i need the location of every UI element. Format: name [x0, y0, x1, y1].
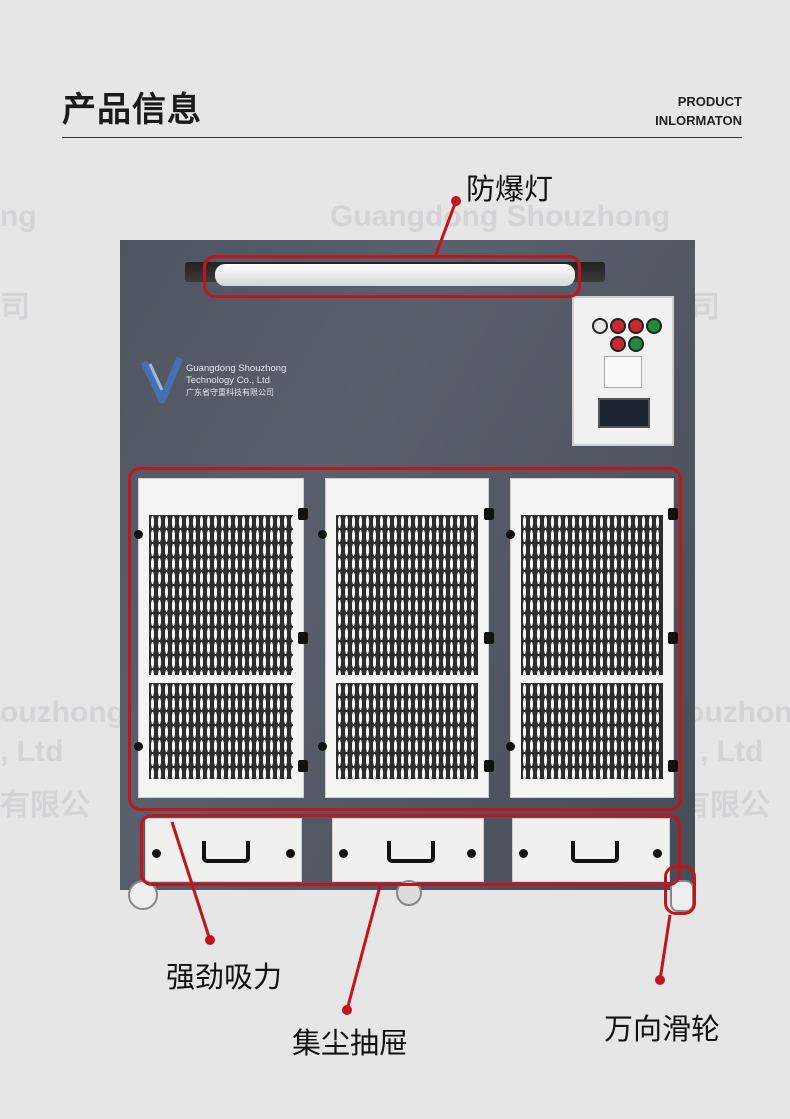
callout-dot — [342, 1005, 352, 1015]
drawer-handle[interactable] — [387, 841, 435, 863]
highlight-lamp — [203, 255, 581, 298]
logo-mark-icon — [140, 356, 184, 404]
door-knob — [134, 742, 143, 751]
highlight-drawer — [140, 814, 681, 886]
product-logo: Guangdong Shouzhong Technology Co., Ltd … — [140, 352, 300, 408]
drawer-handle[interactable] — [571, 841, 619, 863]
callout-suction: 强劲吸力 — [166, 960, 283, 994]
explosion-proof-lamp — [215, 264, 575, 286]
watermark-company-en: Guangdong Shouzhong — [330, 200, 670, 233]
logo-line3: 广东省守重科技有限公司 — [186, 388, 274, 397]
watermark-fragment: 有限公 — [680, 789, 770, 822]
watermark-fragment: 有限公 — [0, 789, 90, 822]
hinge — [668, 632, 678, 644]
page-title-en-line1: PRODUCT — [677, 94, 742, 109]
door-knob — [134, 530, 143, 539]
suction-door-right — [510, 478, 674, 798]
callout-drawer: 集尘抽屉 — [292, 1026, 409, 1060]
hinge — [484, 632, 494, 644]
suction-door-left — [138, 478, 304, 798]
callout-dot — [451, 196, 461, 206]
page-title-en: PRODUCT INLORMATON — [655, 92, 742, 130]
highlight-suction — [128, 467, 682, 811]
door-knob — [506, 530, 515, 539]
suction-door-middle — [325, 478, 489, 798]
watermark-fragment: , Ltd — [0, 735, 64, 768]
door-knob — [318, 742, 327, 751]
control-button[interactable] — [628, 318, 644, 334]
control-button[interactable] — [646, 318, 662, 334]
control-panel — [572, 296, 674, 446]
callout-wheel: 万向滑轮 — [604, 1012, 721, 1046]
hinge — [484, 760, 494, 772]
watermark-fragment: ouzhong — [686, 696, 790, 729]
watermark-fragment: , Ltd — [700, 735, 764, 768]
watermark-fragment: ouzhong — [0, 696, 125, 729]
door-knob — [506, 742, 515, 751]
page-title: 产品信息 — [62, 90, 202, 130]
watermark-fragment: 司 — [690, 291, 720, 324]
drawer-handle[interactable] — [202, 841, 250, 863]
highlight-wheel — [664, 865, 696, 915]
page-title-en-line2: INLORMATON — [655, 113, 742, 128]
drawer-bolt — [467, 849, 476, 858]
drawer-bolt — [152, 849, 161, 858]
door-knob — [318, 530, 327, 539]
control-button[interactable] — [610, 318, 626, 334]
dust-drawer-right[interactable] — [512, 818, 670, 882]
callout-dot — [205, 935, 215, 945]
callout-lamp: 防爆灯 — [466, 172, 554, 206]
logo-line1: Guangdong Shouzhong — [186, 363, 287, 374]
drawer-bolt — [519, 849, 528, 858]
control-button[interactable] — [610, 336, 626, 352]
watermark-fragment: 司 — [0, 291, 30, 324]
drawer-bolt — [339, 849, 348, 858]
hinge — [668, 508, 678, 520]
hinge — [298, 632, 308, 644]
callout-dot — [655, 975, 665, 985]
watermark-fragment: ng — [0, 200, 37, 233]
digital-display — [598, 398, 650, 428]
dust-drawer-left[interactable] — [145, 818, 302, 882]
hinge — [298, 508, 308, 520]
hinge — [668, 760, 678, 772]
hinge — [484, 508, 494, 520]
power-socket[interactable] — [604, 356, 642, 388]
drawer-bolt — [653, 849, 662, 858]
drawer-bolt — [286, 849, 295, 858]
control-button[interactable] — [592, 318, 608, 334]
logo-line2: Technology Co., Ltd — [186, 375, 270, 386]
control-button[interactable] — [628, 336, 644, 352]
hinge — [298, 760, 308, 772]
header-divider — [62, 137, 742, 138]
